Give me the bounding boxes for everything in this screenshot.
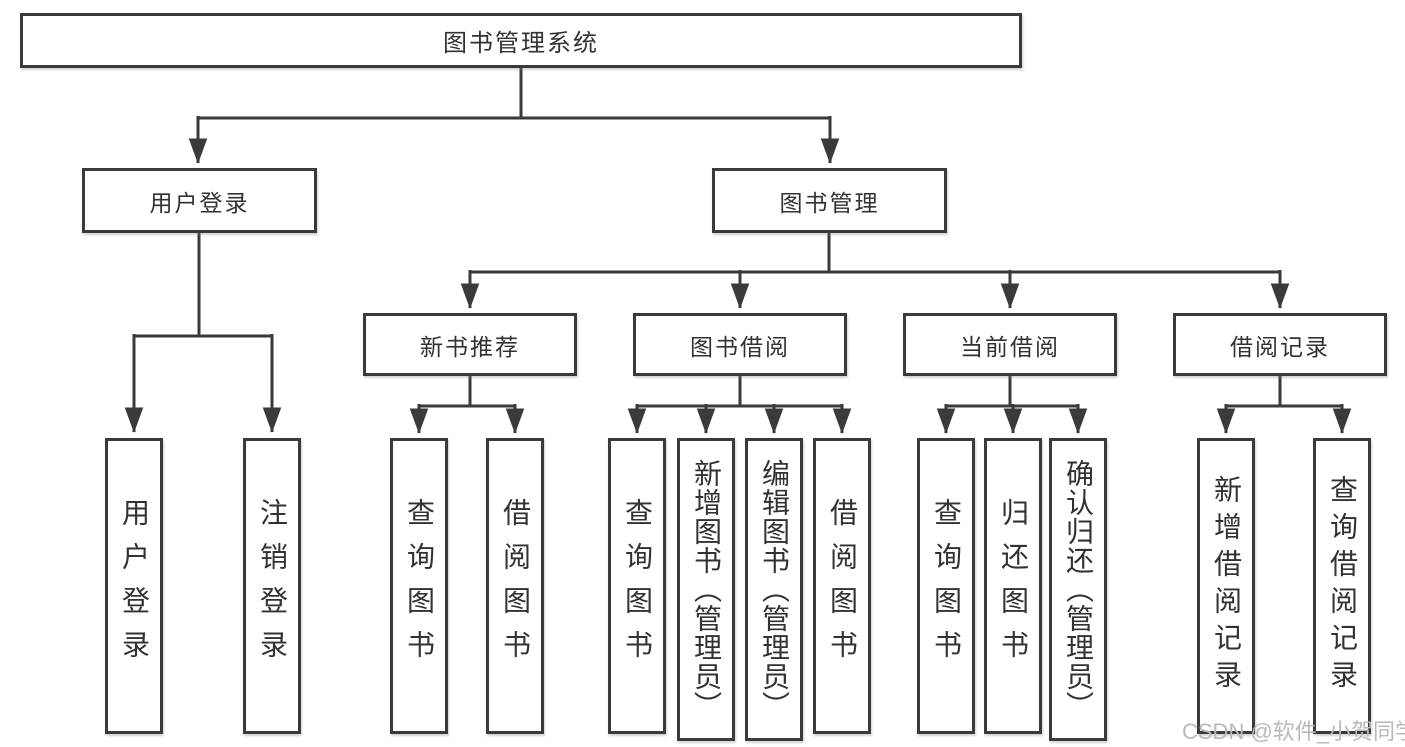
leaf-edit-book-admin: 编辑图书（管理员）	[745, 438, 803, 741]
leaf-query-book-3: 查询图书	[917, 438, 975, 734]
leaf-label: 注销登录	[257, 498, 288, 674]
leaf-confirm-return-admin: 确认归还（管理员）	[1049, 438, 1107, 741]
leaf-label: 归还图书	[998, 498, 1029, 674]
leaf-add-borrow-record: 新增借阅记录	[1197, 438, 1255, 734]
node-user-login: 用户登录	[82, 168, 317, 233]
leaf-label: 新增图书（管理员）	[691, 459, 722, 720]
leaf-label: 借阅图书	[827, 498, 858, 674]
leaf-query-borrow-record: 查询借阅记录	[1313, 438, 1371, 734]
leaf-return-book: 归还图书	[984, 438, 1042, 734]
csdn-watermark: CSDN @软件_小贺同学	[1182, 719, 1405, 744]
leaf-label: 查询借阅记录	[1327, 475, 1358, 697]
leaf-borrow-book-2: 借阅图书	[813, 438, 871, 734]
leaf-borrow-book-1: 借阅图书	[486, 438, 544, 734]
node-book-borrow: 图书借阅	[633, 313, 847, 376]
node-current-borrow: 当前借阅	[903, 313, 1117, 376]
leaf-user-login: 用户登录	[105, 438, 163, 734]
leaf-query-book-2: 查询图书	[608, 438, 666, 734]
leaf-label: 用户登录	[119, 498, 150, 674]
leaf-label: 借阅图书	[500, 498, 531, 674]
node-new-book-recommend: 新书推荐	[363, 313, 577, 376]
leaf-label: 确认归还（管理员）	[1063, 459, 1094, 720]
leaf-query-book-1: 查询图书	[390, 438, 448, 734]
leaf-label: 新增借阅记录	[1211, 475, 1242, 697]
leaf-logout: 注销登录	[243, 438, 301, 734]
node-book-management: 图书管理	[712, 168, 947, 233]
leaf-label: 查询图书	[931, 498, 962, 674]
node-root-system: 图书管理系统	[20, 13, 1022, 68]
node-borrow-record: 借阅记录	[1173, 313, 1387, 376]
leaf-label: 编辑图书（管理员）	[759, 459, 790, 720]
leaf-label: 查询图书	[404, 498, 435, 674]
leaf-add-book-admin: 新增图书（管理员）	[677, 438, 735, 741]
leaf-label: 查询图书	[622, 498, 653, 674]
